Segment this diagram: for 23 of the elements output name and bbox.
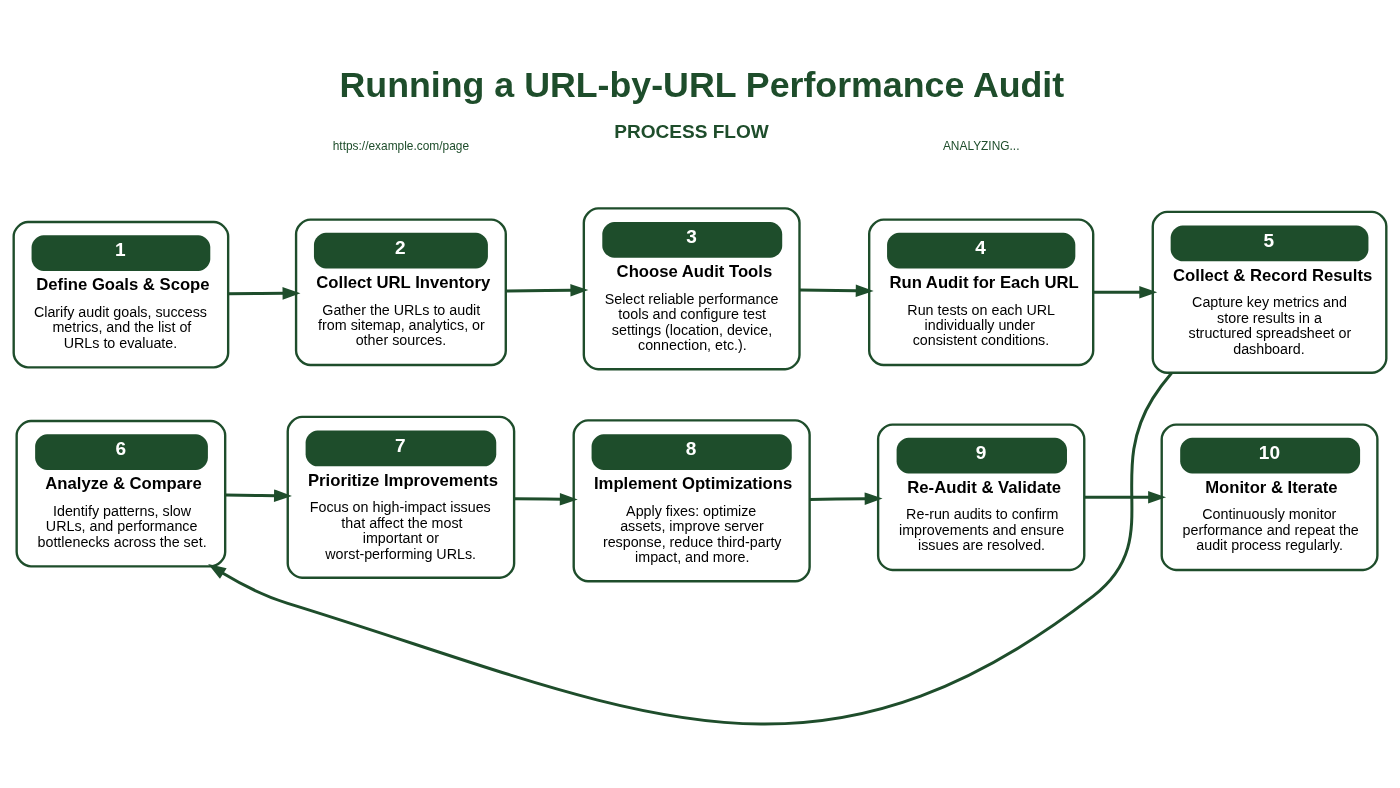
arrow [799, 284, 874, 297]
node-box: 6 Analyze & Compare Identify patterns, slow URLs, and performance bottlenecks across the set. [15, 419, 227, 568]
arrow [809, 491, 883, 505]
node-box: 3 Choose Audit Tools Select reliable performance tools and configure test settings (location, device, connection, etc.). [582, 206, 801, 370]
node-box: 4 Run Audit for Each URL Run tests on each URL individually under consistent conditions. [868, 217, 1095, 366]
node-box: 2 Collect URL Inventory Gather the URLs to audit from sitemap, analytics, or other sources. [294, 217, 507, 366]
arrow [228, 286, 301, 300]
label: https://example.com/page [332, 138, 470, 153]
diagram-title: Running a URL-by-URL Performance Audit [339, 64, 1065, 105]
label: PROCESS FLOW [614, 120, 769, 142]
arrow [1084, 490, 1167, 504]
node-box: 5 Collect & Record Results Capture key metrics and store results in a structured spreadsheet or dashboard. [1151, 210, 1388, 374]
node-box: 7 Prioritize Improvements Focus on high-impact issues that affect the most important or worst-performing URLs. [286, 415, 516, 579]
node-box: 10 Monitor & Iterate Continuously monitor performance and repeat the audit process regularly. [1160, 422, 1379, 571]
arrow [1093, 285, 1158, 299]
arrow [225, 488, 292, 502]
arrow [514, 492, 578, 505]
arrow [208, 371, 1173, 725]
arrow [505, 283, 589, 297]
node-box: 8 Implement Optimizations Apply fixes: optimize assets, improve server response, reduce third-party impact, and more. [572, 418, 811, 582]
label: ANALYZING... [942, 138, 1020, 153]
node-box: 1 Define Goals & Scope Clarify audit goals, success metrics, and the list of URLs to evaluate. [12, 220, 230, 369]
node-box: 9 Re-Audit & Validate Re-run audits to confirm improvements and ensure issues are resolved. [876, 422, 1086, 571]
